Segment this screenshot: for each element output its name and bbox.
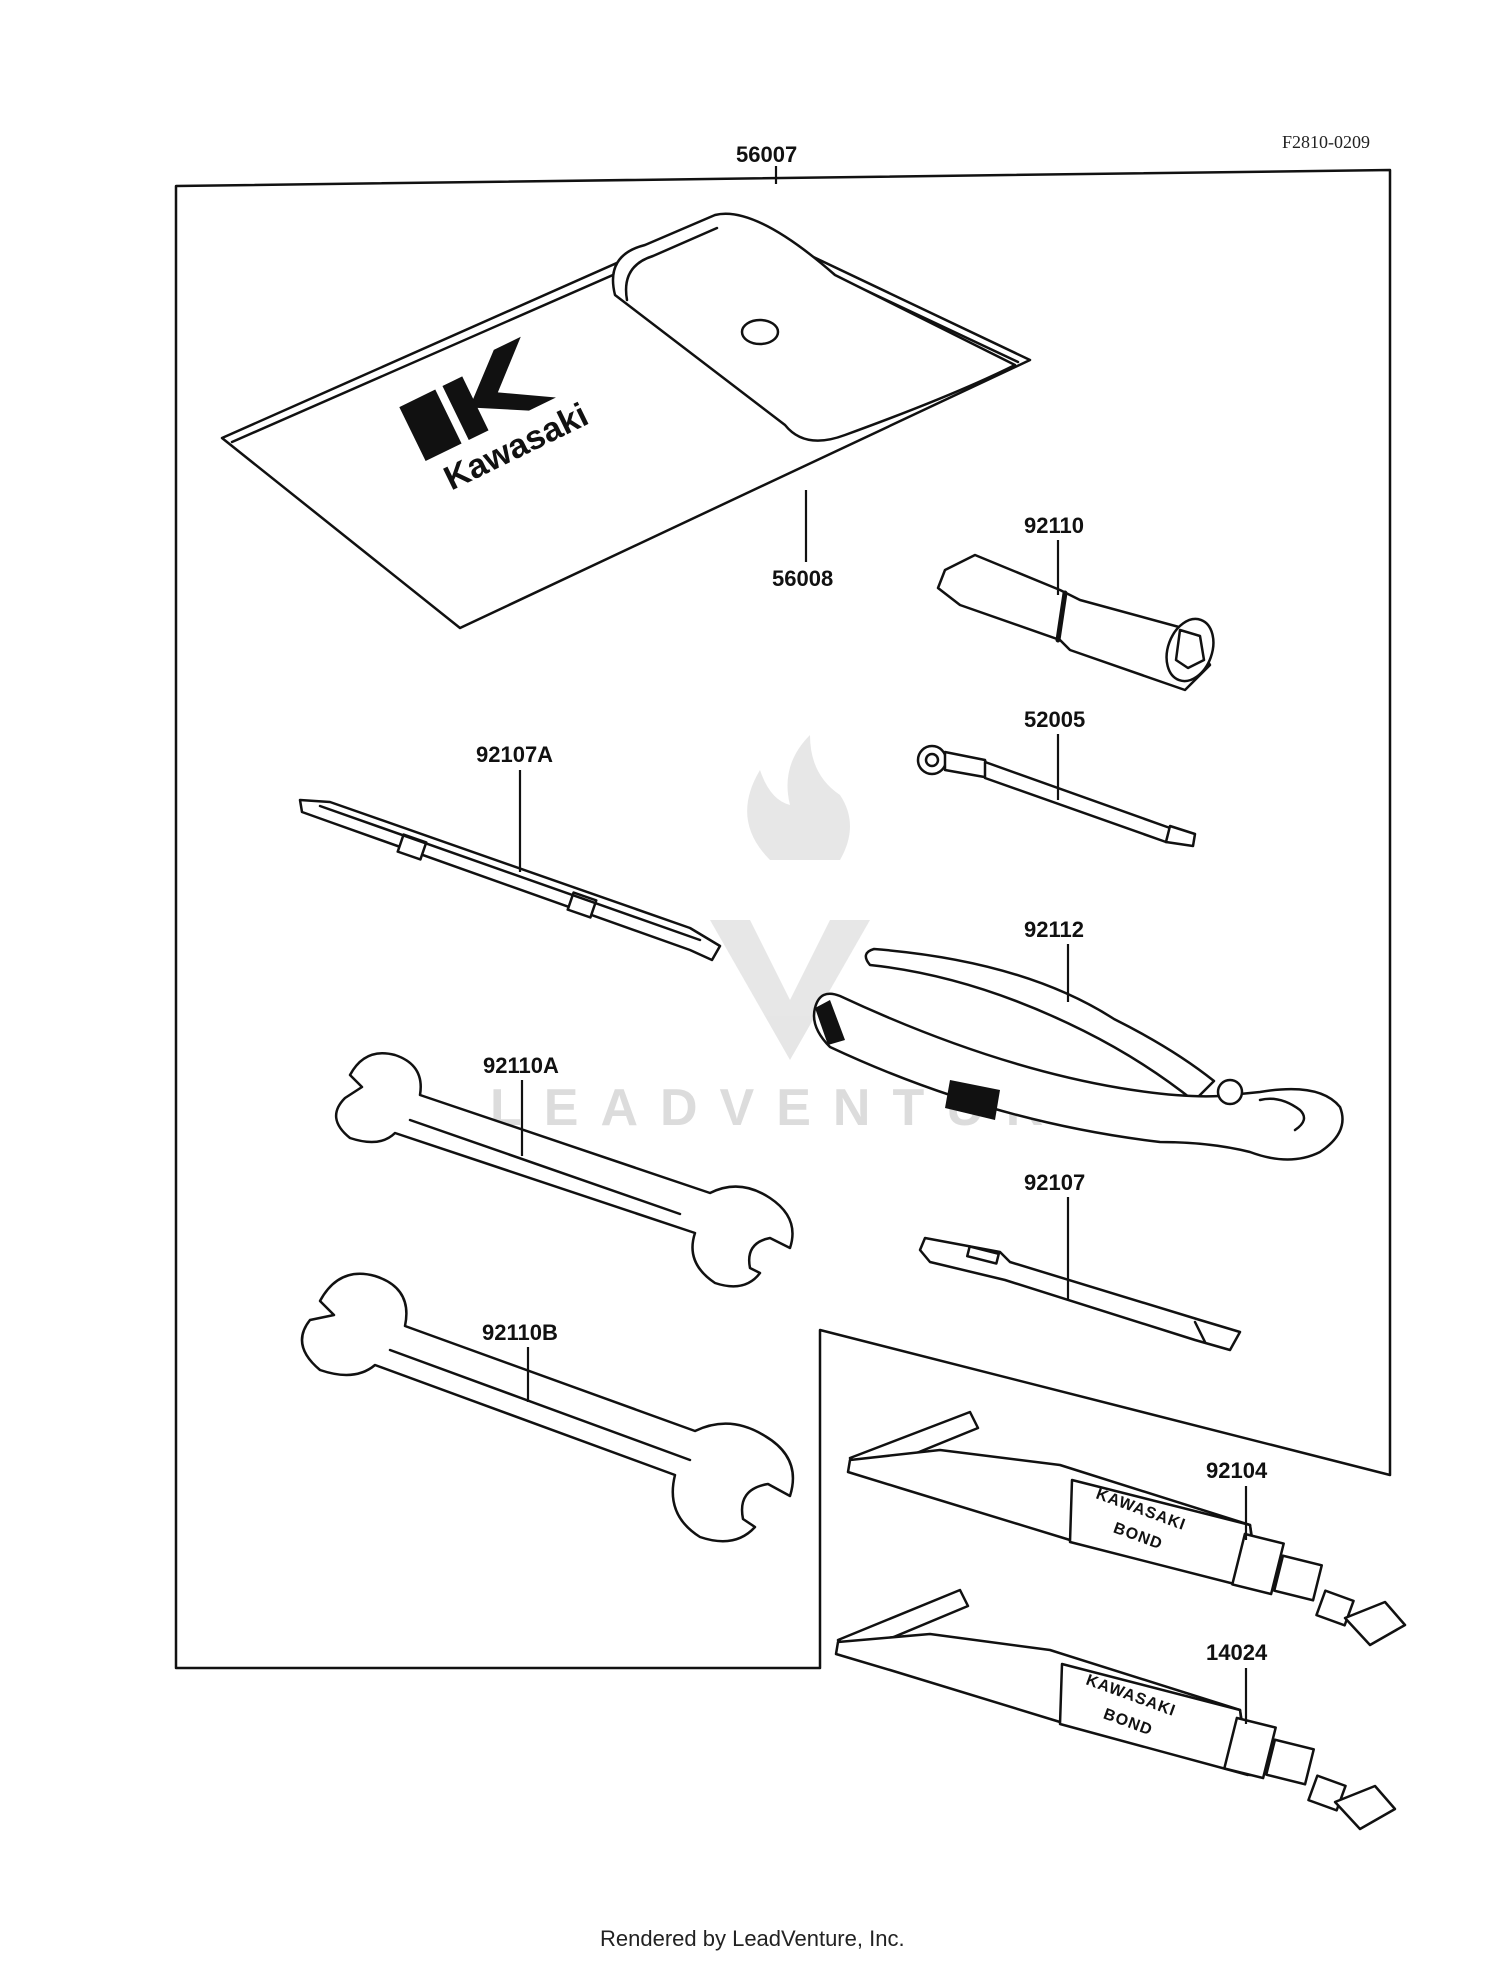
label-56008: 56008 bbox=[772, 566, 833, 591]
bond-tube-upper: KAWASAKI BOND bbox=[846, 1410, 1407, 1647]
screwdriver bbox=[918, 1236, 1242, 1352]
label-52005: 52005 bbox=[1024, 707, 1085, 732]
kit-boundary bbox=[174, 168, 1392, 1670]
open-end-wrench-a bbox=[335, 1052, 794, 1288]
label-92112: 92112 bbox=[1024, 917, 1084, 942]
label-56007: 56007 bbox=[736, 142, 797, 167]
footer-credit: Rendered by LeadVenture, Inc. bbox=[600, 1926, 905, 1951]
label-92107: 92107 bbox=[1024, 1170, 1085, 1195]
label-92110: 92110 bbox=[1024, 513, 1084, 538]
handle-bar bbox=[916, 744, 1197, 848]
figure-code: F2810-0209 bbox=[1282, 132, 1370, 152]
label-14024: 14024 bbox=[1206, 1640, 1268, 1665]
label-92104: 92104 bbox=[1206, 1458, 1268, 1483]
label-92110B: 92110B bbox=[482, 1320, 558, 1345]
bond-tube-lower: KAWASAKI BOND bbox=[834, 1588, 1397, 1831]
open-end-wrench-b bbox=[300, 1272, 795, 1543]
label-92107A: 92107A bbox=[476, 742, 553, 767]
label-92110A: 92110A bbox=[483, 1053, 559, 1078]
pliers bbox=[812, 947, 1344, 1161]
spark-plug-wrench bbox=[936, 553, 1215, 692]
tool-pouch: Kawasaki bbox=[220, 212, 1032, 630]
double-screwdriver bbox=[298, 798, 722, 962]
